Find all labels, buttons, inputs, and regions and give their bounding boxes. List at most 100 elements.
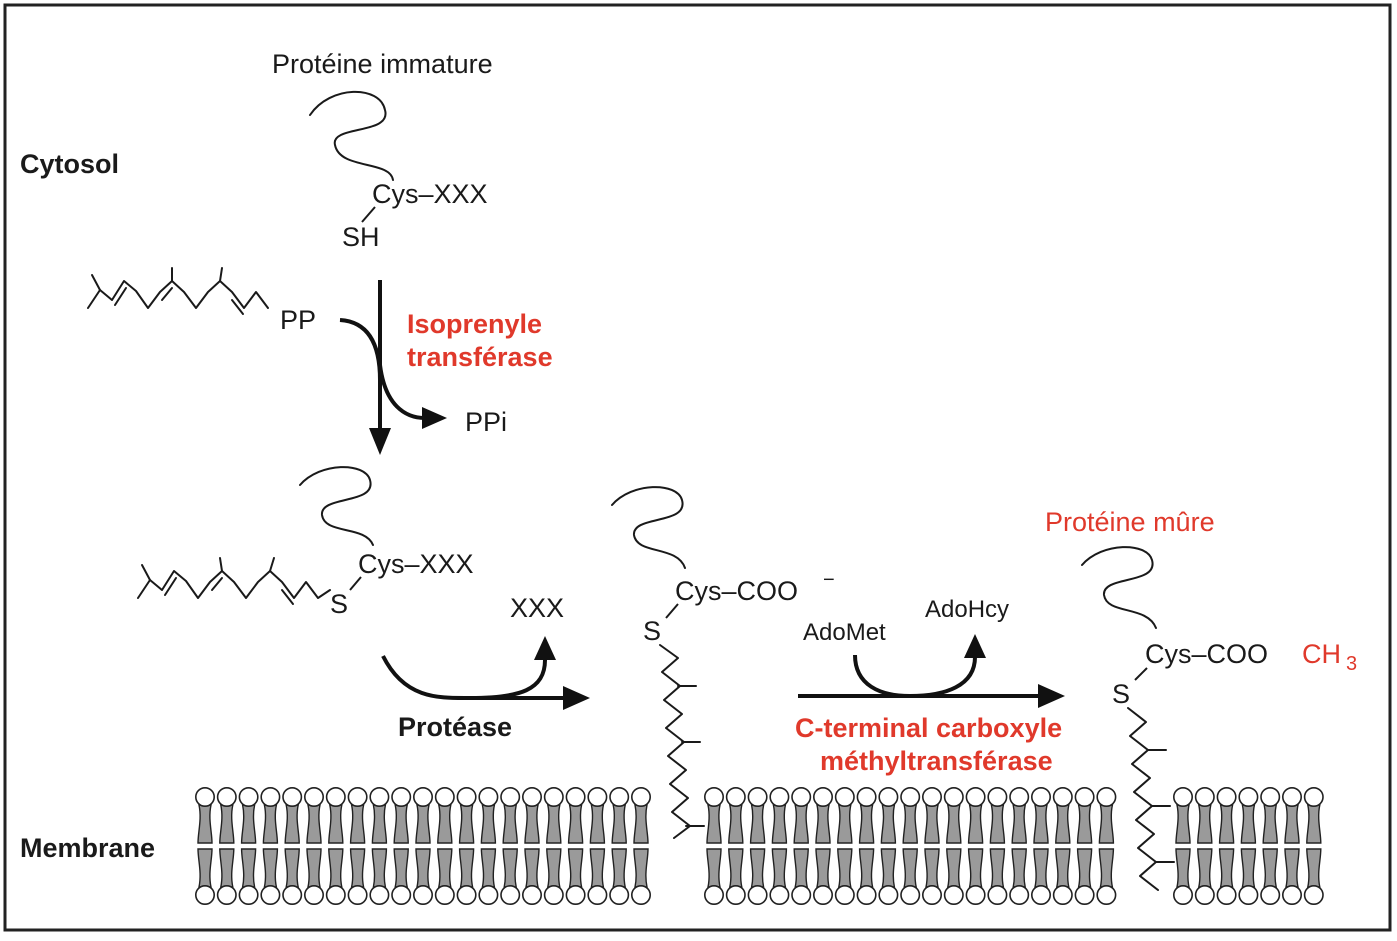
intermediate1-prenyl-chain [137, 570, 331, 599]
lipid-tail-lower [749, 848, 766, 888]
lipid-tail-lower [858, 848, 875, 888]
lipid-head-lower [900, 884, 921, 905]
lipid-head-lower [856, 884, 877, 905]
lipid-tail-upper [902, 804, 918, 844]
lipid-tail-upper [1076, 804, 1093, 844]
figure-frame [3, 3, 1392, 932]
lipid-tail-upper [393, 804, 409, 844]
lipid-tail-upper [219, 804, 235, 844]
lipid-tail-upper [197, 804, 213, 844]
lipid-tail-upper [415, 804, 431, 844]
intermediate1-double-2 [211, 577, 223, 591]
lipid-head-lower [391, 884, 412, 905]
lipid-head-upper [921, 786, 942, 807]
lipid-head-lower [412, 884, 433, 905]
lipid-head-upper [1009, 786, 1030, 807]
lipid-bilayer [195, 786, 1330, 905]
lipid-head-lower [1194, 884, 1215, 905]
lipid-head-upper [325, 786, 346, 807]
intermediate1-branch-2 [219, 557, 223, 572]
lipid-tail-lower [502, 848, 518, 888]
lipid-head-upper [1074, 786, 1095, 807]
lipid-tail-upper [1098, 804, 1115, 844]
lipid-tail-lower [328, 848, 344, 888]
lipid-head-lower [1052, 884, 1073, 905]
lipid-head-lower [456, 884, 477, 905]
lipid-head-lower [543, 884, 564, 905]
lipid-head-upper [769, 786, 790, 807]
lipid-tail-lower [728, 848, 744, 888]
lipid-head-upper [1282, 786, 1303, 807]
lipid-tail-upper [749, 804, 766, 844]
lipid-tail-lower [611, 848, 627, 888]
lipid-head-lower [1074, 884, 1095, 905]
lipid-head-upper [1194, 786, 1215, 807]
step3-adohcy-arrowhead [964, 634, 986, 658]
lipid-head-upper [878, 786, 899, 807]
lipid-head-upper [1031, 786, 1052, 807]
membrane-label: Membrane [20, 833, 155, 863]
lipid-head-upper [238, 786, 259, 807]
lipid-head-upper [630, 786, 651, 807]
lipid-tail-upper [946, 804, 962, 844]
lipid-tail-upper [728, 804, 744, 844]
lipid-tail-upper [793, 804, 809, 844]
lipid-head-upper [521, 786, 542, 807]
lipid-head-upper [703, 786, 724, 807]
lipid-head-upper [282, 786, 303, 807]
lipid-tail-upper [437, 804, 453, 844]
step1-ppi-outgoing-curve [378, 364, 426, 420]
lipid-tail-upper [458, 804, 475, 844]
lipid-tail-lower [902, 848, 918, 888]
lipid-tail-lower [458, 848, 475, 888]
lipid-tail-lower [262, 848, 279, 888]
lipid-head-upper [791, 786, 812, 807]
step1-pp-incoming-curve [339, 318, 382, 381]
lipid-head-lower [565, 884, 586, 905]
lipid-head-upper [412, 786, 433, 807]
lipid-tail-upper [1262, 804, 1278, 844]
lipid-head-upper [303, 786, 324, 807]
lipid-tail-upper [480, 804, 497, 844]
lipid-tail-lower [1011, 848, 1027, 888]
lipid-head-lower [1303, 884, 1324, 905]
lipid-head-upper [260, 786, 281, 807]
intermediate1-cys-s-bond [349, 576, 362, 591]
lipid-head-upper [1096, 786, 1117, 807]
intermediate2-protein-chain [611, 486, 686, 569]
isoprenyl-pp-double-1 [114, 287, 127, 306]
protease-label: Protéase [398, 712, 512, 742]
lipid-head-upper [587, 786, 608, 807]
lipid-head-lower [1238, 884, 1259, 905]
mature-cys-s-bond [1134, 667, 1148, 681]
lipid-head-upper [987, 786, 1008, 807]
lipid-head-lower [303, 884, 324, 905]
lipid-head-upper [369, 786, 390, 807]
lipid-tail-upper [567, 804, 584, 844]
lipid-head-upper [347, 786, 368, 807]
isoprenyl-pp-chain [87, 280, 269, 309]
lipid-head-lower [1216, 884, 1237, 905]
lipid-head-upper [943, 786, 964, 807]
step1-ppi-arrowhead [422, 407, 447, 429]
ppi-label: PPi [465, 407, 507, 437]
lipid-tail-lower [240, 848, 257, 888]
lipid-tail-upper [1011, 804, 1027, 844]
lipid-tail-lower [989, 848, 1006, 888]
lipid-tail-upper [284, 804, 300, 844]
lipid-head-upper [900, 786, 921, 807]
lipid-head-lower [282, 884, 303, 905]
immature-protein-title: Protéine immature [272, 49, 493, 79]
lipid-head-lower [325, 884, 346, 905]
lipid-tail-upper [240, 804, 257, 844]
cytosol-label: Cytosol [20, 149, 119, 179]
lipid-tail-upper [1175, 804, 1191, 844]
mature-prenyl-chain [1127, 707, 1159, 891]
lipid-tail-lower [1033, 848, 1049, 888]
xxx-released-label: XXX [510, 593, 564, 623]
lipid-tail-lower [967, 848, 984, 888]
step1-main-arrowhead [369, 428, 391, 455]
lipid-head-lower [812, 884, 833, 905]
intermediate2-cys-s-bond [665, 603, 679, 619]
